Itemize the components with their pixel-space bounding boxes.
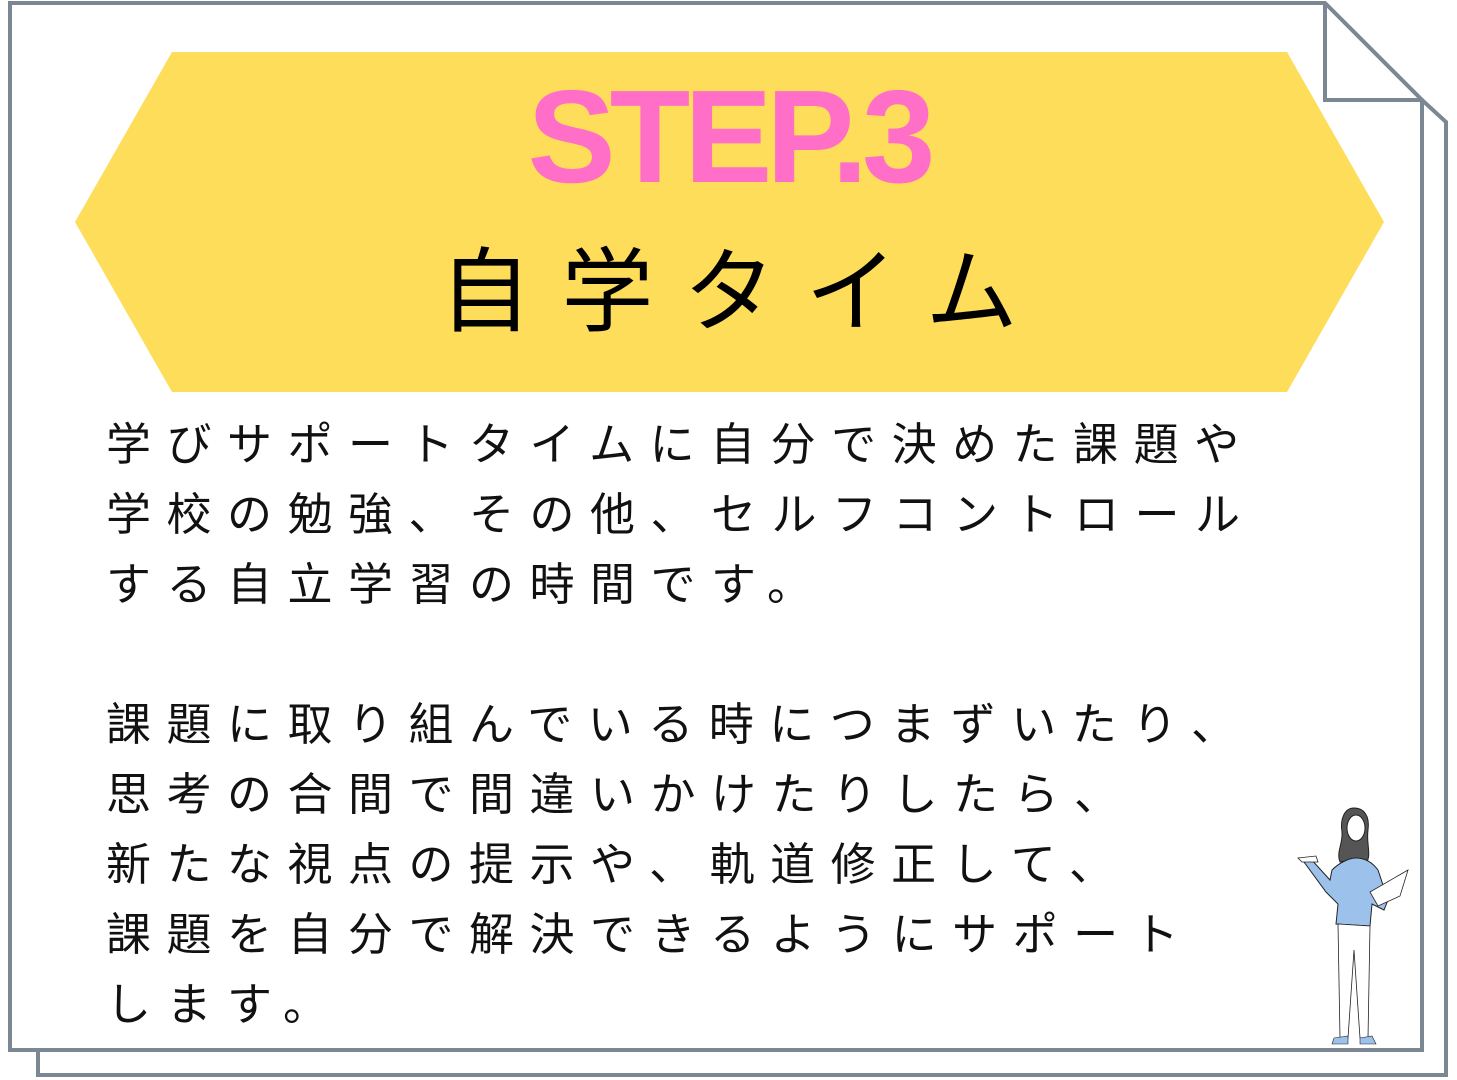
page-fold xyxy=(1323,3,1422,102)
text-line: 課題に取り組んでいる時につまずいたり、 xyxy=(106,698,1252,751)
text-line: 新たな視点の提示や、軌道修正して、 xyxy=(106,838,1130,891)
text-line: 学びサポートタイムに自分で決めた課題や xyxy=(106,418,1255,471)
text-line: 課題を自分で解決できるようにサポート xyxy=(106,908,1195,961)
body-text: 学びサポートタイムに自分で決めた課題や 学校の勉強、その他、セルフコントロール … xyxy=(106,410,1256,1040)
page-title: 自学タイム xyxy=(439,239,1048,346)
text-line: 学校の勉強、その他、セルフコントロール xyxy=(106,488,1256,541)
text-line: 思考の合間で間違いかけたりしたら、 xyxy=(106,768,1135,821)
text-line: する自立学習の時間です。 xyxy=(106,558,828,611)
header-banner xyxy=(75,52,1384,392)
back-page xyxy=(36,98,1448,1077)
text-line: します。 xyxy=(106,978,344,1031)
step-label: STEP.3 xyxy=(527,63,936,210)
teacher-illustration xyxy=(1297,807,1409,1045)
